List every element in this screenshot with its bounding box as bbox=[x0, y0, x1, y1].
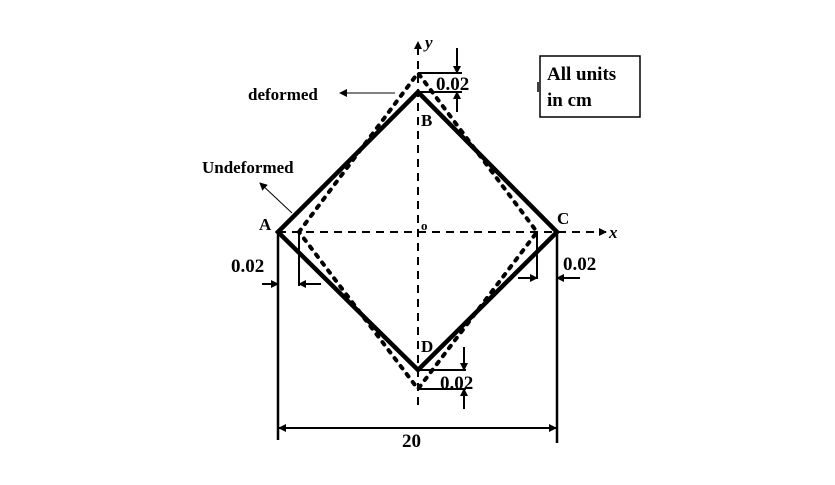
width-dim-label: 20 bbox=[402, 431, 421, 452]
units-line1: All units bbox=[547, 64, 616, 85]
vertex-a-label: A bbox=[259, 215, 272, 234]
top-dim-label: 0.02 bbox=[436, 74, 469, 95]
vertex-b-label: B bbox=[421, 111, 432, 130]
left-dim-label: 0.02 bbox=[231, 256, 264, 277]
units-box bbox=[539, 55, 641, 118]
units-line2: in cm bbox=[547, 90, 592, 111]
y-axis-label: y bbox=[423, 33, 433, 52]
deformed-label: deformed bbox=[248, 85, 318, 104]
bottom-dim-label: 0.02 bbox=[440, 373, 473, 394]
right-dim-label: 0.02 bbox=[563, 254, 596, 275]
vertex-d-label: D bbox=[421, 337, 433, 356]
undeformed-label: Undeformed bbox=[202, 158, 294, 177]
undeformed-pointer bbox=[259, 182, 293, 214]
x-axis-label: x bbox=[608, 223, 618, 242]
deformed-square bbox=[296, 69, 540, 393]
vertex-c-label: C bbox=[557, 209, 569, 228]
origin-label: o bbox=[421, 218, 428, 233]
